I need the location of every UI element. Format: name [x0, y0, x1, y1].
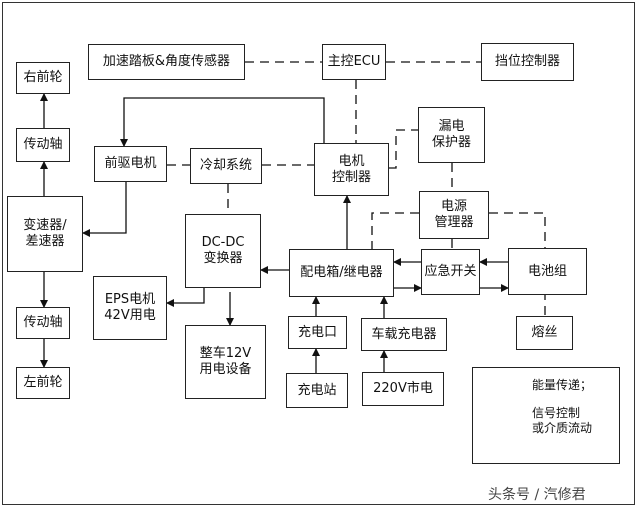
- node-transmission: 变速器/ 差速器: [7, 196, 83, 272]
- arrow-dcdc-to-eps: [166, 288, 205, 307]
- arrow-controller-to-motor: [120, 97, 325, 147]
- node-eps-motor: EPS电机 42V用电: [93, 276, 167, 340]
- node-accel-pedal-sensor: 加速踏板&角度传感器: [88, 44, 245, 80]
- node-mains-220v: 220V市电: [362, 372, 444, 406]
- dash-manager-dist: [371, 212, 419, 249]
- node-dcdc: DC-DC 变换器: [185, 214, 261, 288]
- node-charge-port: 充电口: [288, 316, 347, 349]
- node-leakage-protector: 漏电 保护器: [418, 107, 485, 163]
- node-battery-pack: 电池组: [508, 248, 587, 295]
- legend-signal-label: 信号控制 或介质流动: [532, 406, 593, 435]
- arrow-motor-to-trans: [82, 182, 127, 237]
- dash-manager-battery: [489, 212, 546, 248]
- node-distribution-box: 配电箱/继电器: [289, 249, 394, 297]
- node-gear-controller: 挡位控制器: [481, 43, 574, 81]
- legend-energy-label: 能量传递；: [532, 378, 593, 392]
- diagram-frame: [2, 2, 635, 505]
- node-motor-controller: 电机 控制器: [314, 143, 389, 196]
- node-power-manager: 电源 管理器: [419, 191, 489, 239]
- node-onboard-charger: 车载充电器: [361, 318, 447, 351]
- node-cooling-system: 冷却系统: [190, 148, 262, 184]
- watermark: 头条号 / 汽修君: [488, 487, 586, 503]
- node-drive-shaft-bottom: 传动轴: [16, 307, 70, 339]
- node-vehicle-12v: 整车12V 用电设备: [185, 325, 266, 399]
- node-charging-station: 充电站: [286, 373, 348, 408]
- node-front-motor: 前驱电机: [94, 146, 167, 182]
- node-right-front-wheel: 右前轮: [16, 62, 70, 94]
- node-main-ecu: 主控ECU: [322, 44, 386, 80]
- node-left-front-wheel: 左前轮: [16, 367, 70, 399]
- dash-controller-leakage: [389, 129, 418, 169]
- node-fuse: 熔丝: [516, 316, 573, 350]
- node-drive-shaft-top: 传动轴: [16, 128, 70, 162]
- legend-box: [472, 367, 620, 464]
- node-emergency-switch: 应急开关: [421, 249, 480, 295]
